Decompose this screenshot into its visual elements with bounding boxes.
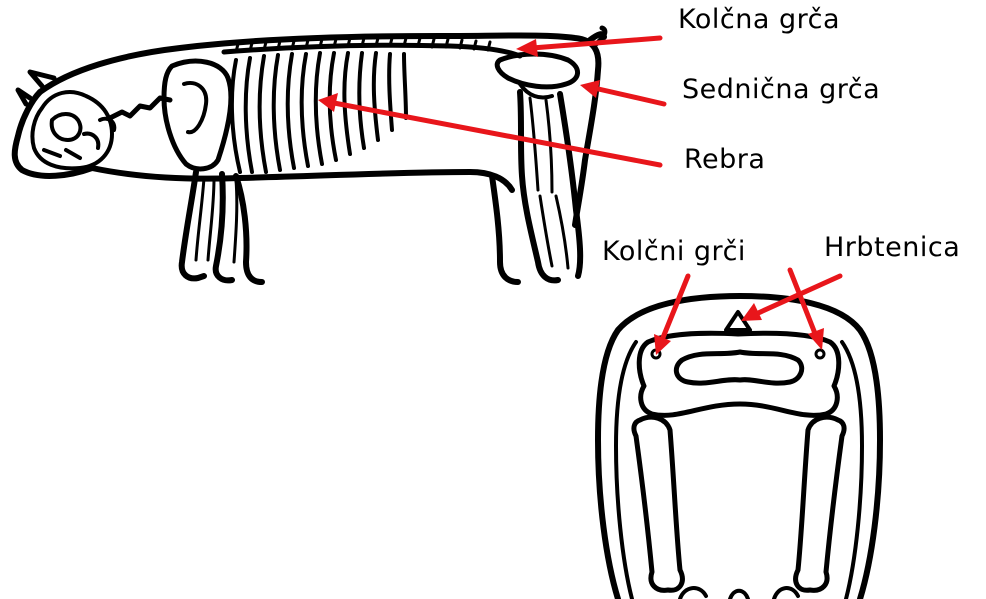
arrow-ribs: [318, 93, 660, 165]
label-ribs: Rebra: [684, 144, 765, 175]
label-hip-bone: Kolčna grča: [678, 4, 840, 35]
rear-femur-right: [796, 417, 844, 590]
rear-body-outline: [598, 296, 880, 599]
pig-front-legs: [182, 172, 262, 282]
pig-scapula: [164, 61, 231, 169]
arrow-hip-bones-left: [654, 276, 688, 355]
label-hip-bones: Kolčni grči: [602, 236, 746, 267]
pig-rear-view: [598, 296, 880, 599]
pig-belly: [92, 168, 512, 190]
pig-side-view: [15, 28, 605, 282]
rear-hip-point-right: [816, 350, 824, 358]
rear-pelvis: [639, 333, 839, 415]
pig-skull: [32, 92, 114, 168]
rear-tail: [730, 591, 748, 599]
label-pin-bone: Sednična grča: [682, 74, 880, 105]
pig-pelvis: [497, 54, 577, 87]
rear-femur-left: [634, 417, 682, 590]
pig-neck-vertebrae: [110, 98, 170, 118]
label-spine: Hrbtenica: [824, 232, 960, 263]
